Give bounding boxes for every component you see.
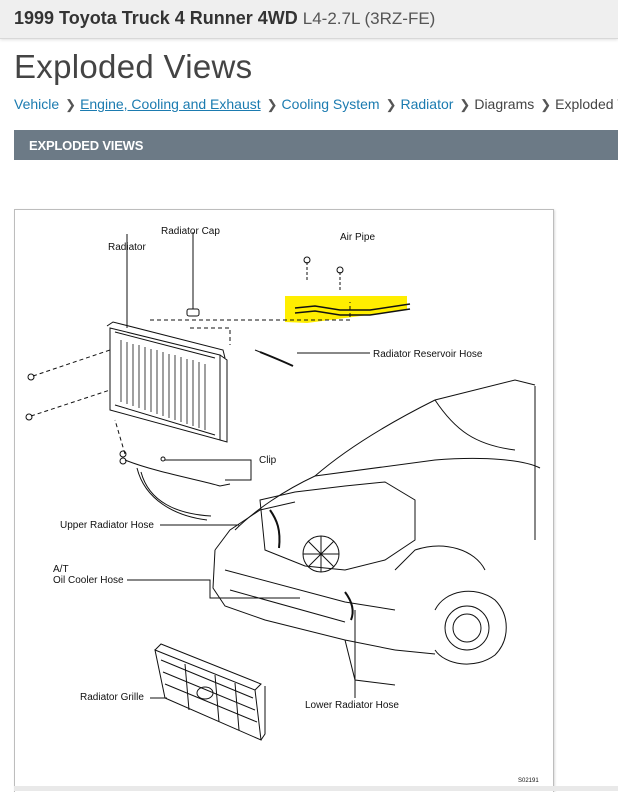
chevron-right-icon: ❯ <box>540 97 552 112</box>
scroll-edge <box>14 786 618 791</box>
label-radiator: Radiator <box>108 242 146 253</box>
label-air-pipe: Air Pipe <box>340 232 375 243</box>
breadcrumb-radiator[interactable]: Radiator <box>400 96 454 112</box>
engine-name: L4-2.7L (3RZ-FE) <box>302 9 436 28</box>
label-lower-hose: Lower Radiator Hose <box>305 700 399 711</box>
chevron-right-icon: ❯ <box>266 97 278 112</box>
section-title: EXPLODED VIEWS <box>29 138 144 153</box>
breadcrumb-diagrams: Diagrams <box>474 96 535 112</box>
vehicle-title: 1999 Toyota Truck 4 Runner 4WD L4-2.7L (… <box>14 8 435 29</box>
breadcrumb: Vehicle❯Engine, Cooling and Exhaust❯Cool… <box>14 96 618 113</box>
label-oil-cooler-hose: Oil Cooler Hose <box>53 575 124 586</box>
label-radiator-grille: Radiator Grille <box>80 692 144 703</box>
label-upper-hose: Upper Radiator Hose <box>60 520 154 531</box>
chevron-right-icon: ❯ <box>65 97 77 112</box>
diagram-drawing: Radiator Cap Radiator Air Pipe Radiator … <box>25 226 541 784</box>
label-radiator-cap: Radiator Cap <box>161 226 220 237</box>
chevron-right-icon: ❯ <box>385 97 397 112</box>
vehicle-name: 1999 Toyota Truck 4 Runner 4WD <box>14 8 298 28</box>
page-title: Exploded Views <box>14 48 253 85</box>
exploded-view-diagram[interactable]: Radiator Cap Radiator Air Pipe Radiator … <box>14 209 554 792</box>
breadcrumb-vehicle[interactable]: Vehicle <box>14 96 60 112</box>
section-header: EXPLODED VIEWS <box>14 130 618 160</box>
breadcrumb-engine-cooling-exhaust[interactable]: Engine, Cooling and Exhaust <box>80 96 261 112</box>
breadcrumb-current: Exploded Vie <box>555 96 618 112</box>
breadcrumb-cooling-system[interactable]: Cooling System <box>281 96 380 112</box>
figure-code: S02191 <box>518 778 539 784</box>
label-reservoir-hose: Radiator Reservoir Hose <box>373 349 483 360</box>
label-clip: Clip <box>259 455 277 466</box>
label-at: A/T <box>53 564 69 575</box>
chevron-right-icon: ❯ <box>459 97 471 112</box>
vehicle-header: 1999 Toyota Truck 4 Runner 4WD L4-2.7L (… <box>0 0 618 39</box>
